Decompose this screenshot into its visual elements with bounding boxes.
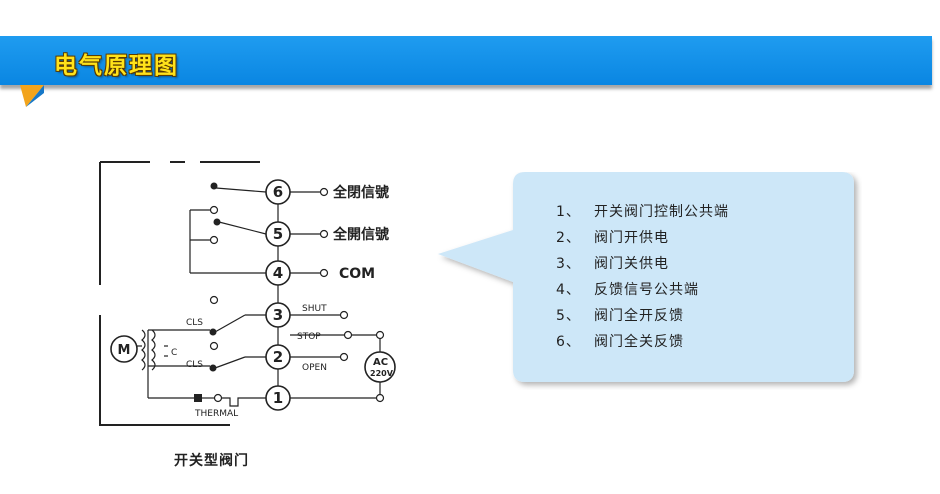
terminal-4-label: 4 [273, 264, 283, 282]
stop-label: STOP [297, 332, 321, 342]
open-label: OPEN [302, 363, 327, 373]
voltage-label: 220V [370, 369, 394, 378]
header-banner: 电气原理图 [0, 36, 932, 85]
cls-label-bottom: CLS [186, 360, 203, 370]
cls-label-top: CLS [186, 318, 203, 328]
full-close-signal-label: 全閉信號 [332, 184, 389, 201]
motor-label: M [118, 343, 131, 358]
capacitor-label: C [171, 348, 177, 358]
wiring-diagram: 6 5 4 3 2 1 M 全閉信號 全開信號 COM AC 220V SHUT… [99, 161, 396, 426]
legend-list: 1、开关阀门控制公共端 2、阀门开供电 3、阀门关供电 4、反馈信号公共端 5、… [556, 201, 729, 357]
terminal-1-label: 1 [273, 389, 283, 407]
legend-bubble [438, 172, 854, 382]
terminal-3-label: 3 [273, 306, 283, 324]
terminal-5-label: 5 [273, 225, 283, 243]
list-item: 3、阀门关供电 [556, 256, 669, 272]
com-label: COM [339, 266, 375, 282]
list-item: 2、阀门开供电 [556, 230, 669, 246]
list-item: 4、反馈信号公共端 [556, 282, 699, 298]
list-item: 1、开关阀门控制公共端 [556, 204, 729, 220]
full-open-signal-label: 全開信號 [332, 226, 389, 243]
terminal-2-label: 2 [273, 348, 283, 366]
thermal-label: THERMAL [194, 409, 238, 419]
banner-fold-icon [20, 85, 44, 107]
shut-label: SHUT [302, 304, 327, 314]
diagram-caption: 开关型阀门 [174, 453, 249, 469]
list-item: 5、阀门全开反馈 [556, 308, 684, 324]
page-title: 电气原理图 [54, 53, 179, 79]
terminal-6-label: 6 [273, 183, 283, 201]
list-item: 6、阀门全关反馈 [556, 334, 684, 350]
ac-label: AC [373, 357, 388, 368]
